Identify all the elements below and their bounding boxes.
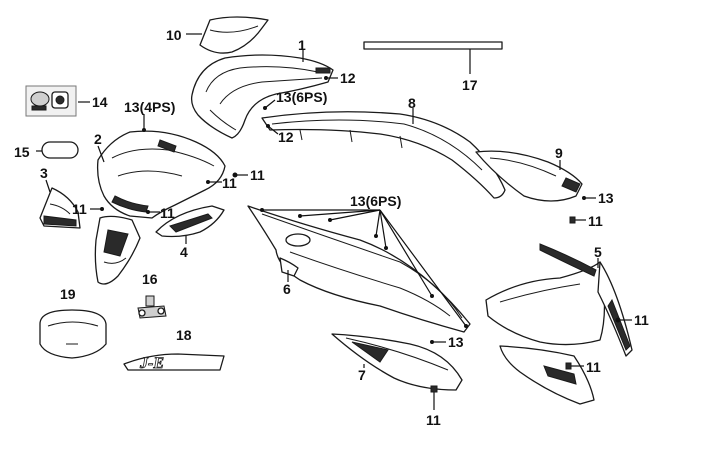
part-7-lower-side-cover [331,333,463,391]
label-12-mid: 12 [278,129,294,145]
label-10: 10 [166,27,182,43]
label-15: 15 [14,144,30,160]
part-16-bracket [137,295,167,319]
leader-13-6ps-top [264,99,276,109]
label-13-rear: 13 [598,190,614,206]
label-11-rear: 11 [588,213,603,229]
label-2: 2 [94,131,102,147]
part-1-front-inner-cover [190,54,334,139]
label-1: 1 [298,37,306,53]
label-13-6ps-top: 13(6PS) [276,89,327,105]
part-17-strip [363,41,503,50]
label-11-d: 11 [160,205,175,221]
label-3: 3 [40,165,48,181]
label-11-c: 11 [72,201,87,217]
leader-13-6ps-fan [260,208,468,328]
label-4: 4 [180,244,188,260]
part-9-rear-side-piece [475,150,583,202]
label-13-low: 13 [448,334,464,350]
part-14-bracket-kit [25,85,77,117]
label-5: 5 [594,244,602,260]
part-6-main-side-panel [247,205,471,333]
leader-2 [97,145,105,163]
part-8-side-rail [261,111,506,199]
label-14: 14 [92,94,108,110]
label-8: 8 [408,95,416,111]
label-13-6ps-fan: 13(6PS) [350,193,401,209]
label-18: 18 [176,327,192,343]
part-18-decal: J-E [123,353,225,372]
label-17: 17 [462,77,478,93]
leader-3 [45,179,51,193]
decal-text: J-E [139,355,164,372]
label-9: 9 [555,145,563,161]
label-19: 19 [60,286,76,302]
label-13-4ps: 13(4PS) [124,99,175,115]
part-3-side-piece [39,187,81,229]
label-11-b: 11 [250,167,265,183]
label-12-top: 12 [340,70,356,86]
leader-12-mid [267,125,279,135]
label-11-a: 11 [222,175,237,191]
part-4-vent-grille [155,205,225,238]
label-11-cowl-low: 11 [586,359,601,375]
label-16: 16 [142,271,158,287]
part-19-windscreen [39,309,107,359]
label-11-cowl: 11 [634,312,649,328]
part-2-front-fairing [94,130,226,285]
part-10-top-cover [199,16,269,54]
label-6: 6 [283,281,291,297]
part-15-pad [41,141,79,159]
part-5-rear-cowl [485,243,633,405]
label-7: 7 [358,367,366,383]
label-11-low: 11 [426,412,441,428]
